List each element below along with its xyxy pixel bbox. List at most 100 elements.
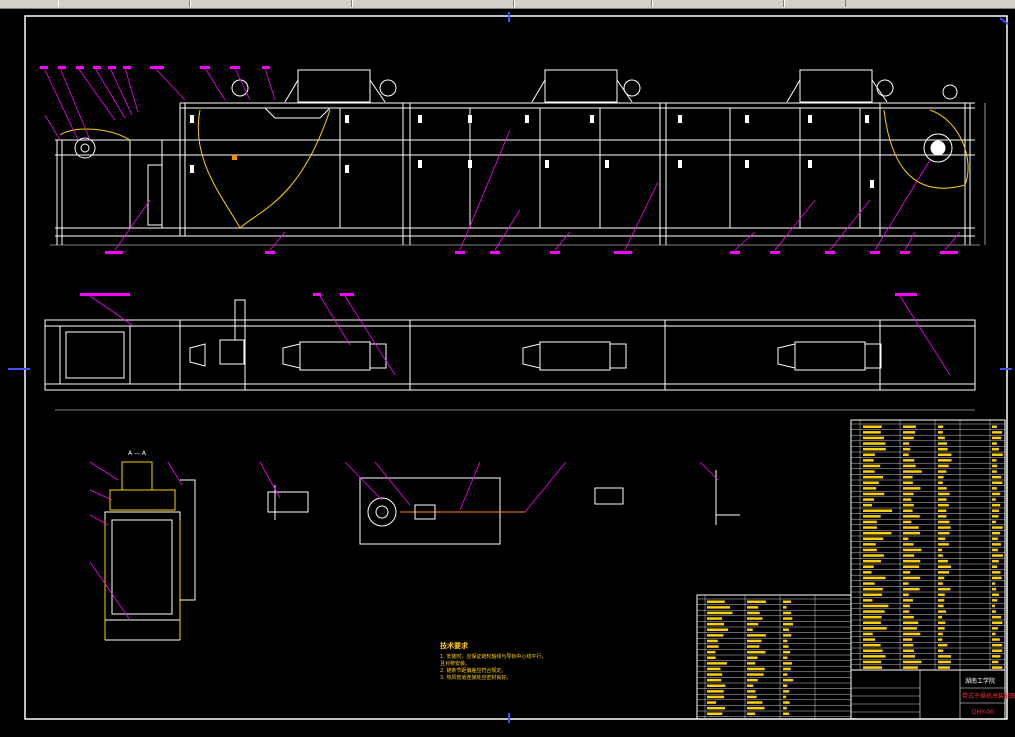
bom-cell xyxy=(707,628,728,631)
bom-cell xyxy=(863,515,881,518)
bom-cell xyxy=(992,442,997,445)
bom-cell xyxy=(783,656,788,659)
bom-cell xyxy=(863,442,886,445)
bom-cell xyxy=(863,621,881,624)
bom-cell xyxy=(903,666,918,669)
bom-cell xyxy=(938,621,946,624)
bom-cell xyxy=(903,431,916,434)
tab-4[interactable] xyxy=(514,0,652,7)
bom-cell xyxy=(863,571,872,574)
bom-cell xyxy=(938,509,947,512)
bom-cell xyxy=(992,621,1003,624)
bom-cell xyxy=(863,582,875,585)
bom-cell xyxy=(783,639,788,643)
bom-cell xyxy=(938,627,945,630)
bom-cell xyxy=(903,537,909,540)
bom-cell xyxy=(863,487,877,490)
bom-cell xyxy=(938,475,944,479)
leader-lines-front xyxy=(44,67,961,251)
bom-cell xyxy=(863,492,885,496)
bom-cell xyxy=(992,537,998,540)
bom-cell xyxy=(707,645,719,648)
bom-cell xyxy=(863,666,882,669)
bom-cell xyxy=(903,621,919,624)
notes-title: 技术要求 xyxy=(440,641,469,650)
bom-cell xyxy=(707,678,722,682)
bom-cell xyxy=(747,639,762,643)
bom-cell xyxy=(903,470,922,473)
cad-drawing-canvas[interactable]: A — A 技术要求 1 xyxy=(0,9,1015,733)
tab-5[interactable] xyxy=(652,0,784,7)
tab-3[interactable] xyxy=(352,0,514,7)
bom-cell xyxy=(903,447,911,451)
bom-cell xyxy=(863,576,886,580)
bom-cell xyxy=(903,487,921,490)
bom-cell xyxy=(707,611,733,615)
bom-cell xyxy=(863,554,884,557)
bom-cell xyxy=(783,678,794,682)
tab-2[interactable] xyxy=(190,0,352,7)
bom-cell xyxy=(992,587,997,591)
bom-cell xyxy=(938,649,944,652)
bom-cell xyxy=(707,634,724,637)
bom-cell xyxy=(863,565,874,568)
bom-cell xyxy=(903,638,913,641)
bom-cell xyxy=(863,632,873,636)
bom-cell xyxy=(938,643,948,647)
bom-cell xyxy=(938,436,945,440)
bom-cell xyxy=(938,576,945,580)
bom-cell xyxy=(747,667,765,671)
bom-cell xyxy=(938,666,950,669)
bom-cell xyxy=(863,503,873,507)
bom-cell xyxy=(747,611,760,615)
bom-cell xyxy=(747,690,756,693)
tab-1[interactable] xyxy=(58,0,190,7)
bom-cell xyxy=(992,610,996,613)
tab-6[interactable] xyxy=(784,0,846,7)
bom-cell xyxy=(863,447,886,451)
bom-cell xyxy=(863,559,882,563)
title-block: 湖南工学院 带式干燥机总装配图 DHY-00 xyxy=(850,669,1015,720)
bom-cell xyxy=(707,706,725,710)
bom-cell xyxy=(747,617,763,620)
bom-cell xyxy=(747,695,757,699)
bom-cell xyxy=(783,662,792,665)
bom-cell xyxy=(938,615,943,619)
section-aa-label: A — A xyxy=(128,450,147,457)
bom-cell xyxy=(707,690,724,693)
bom-cell xyxy=(992,548,998,552)
bom-cell xyxy=(938,587,951,591)
bom-cell xyxy=(938,503,949,507)
bom-cell xyxy=(903,492,914,496)
bom-cell xyxy=(707,695,725,699)
bom-cell xyxy=(903,554,915,557)
bom-cell xyxy=(992,582,996,585)
bom-cell xyxy=(863,610,885,613)
bom-cell xyxy=(903,632,921,636)
bom-cell xyxy=(938,599,945,602)
bom-cell xyxy=(707,667,721,671)
bom-cell xyxy=(903,615,914,619)
bom-cell xyxy=(747,600,766,603)
bom-cell xyxy=(938,453,952,456)
bom-cell xyxy=(938,582,943,585)
bom-cell xyxy=(903,649,914,652)
bom-cell xyxy=(903,627,917,630)
bom-cell xyxy=(863,587,883,591)
bom-cell xyxy=(938,571,950,574)
bom-cell xyxy=(863,431,881,434)
bom-cell xyxy=(903,660,922,664)
bom-cell xyxy=(992,666,1003,669)
bom-cell xyxy=(747,606,759,609)
bom-cell xyxy=(938,610,947,613)
bom-cell xyxy=(863,470,875,473)
bom-cell xyxy=(707,617,723,620)
bom-cell xyxy=(992,565,998,568)
bom-cell xyxy=(938,559,948,563)
bom-cell xyxy=(992,599,998,602)
bom-cell xyxy=(992,425,997,428)
bom-cell xyxy=(903,453,909,456)
bom-cell xyxy=(992,576,1002,580)
bom-cell xyxy=(863,509,893,512)
drawing-frame xyxy=(24,15,1008,720)
